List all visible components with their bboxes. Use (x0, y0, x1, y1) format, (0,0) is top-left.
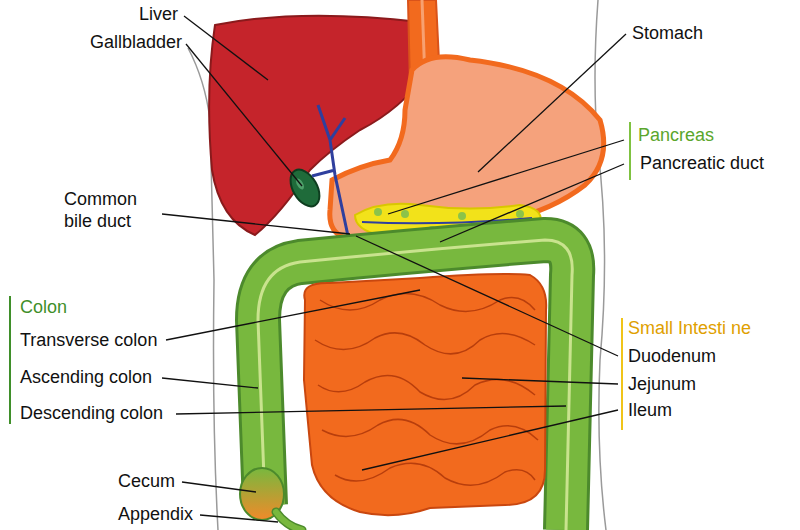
group-bracket (621, 318, 623, 430)
part-label: Ascending colon (20, 366, 152, 388)
leader-line (162, 214, 350, 234)
appendix (276, 512, 302, 530)
part-label: Gallbladder (90, 31, 182, 53)
part-label: Pancreatic duct (640, 152, 764, 174)
leader-line (356, 236, 618, 356)
small-intestine (304, 274, 546, 515)
part-label: Stomach (632, 22, 703, 44)
part-label: Descending colon (20, 402, 163, 424)
part-label: Appendix (118, 503, 193, 525)
appendix (276, 512, 302, 530)
colon-highlight (258, 240, 572, 530)
leader-line (186, 44, 302, 186)
part-label: Duodenum (628, 345, 716, 367)
leader-line (166, 290, 420, 340)
leader-line (184, 16, 268, 80)
group-bracket (9, 296, 11, 424)
intestine-fold (315, 333, 535, 354)
leader-line (162, 378, 258, 388)
intestine-fold (335, 463, 535, 485)
pancreas-dot (401, 210, 409, 218)
body-outline (595, 0, 606, 530)
intestine-fold (322, 419, 538, 444)
leader-line (462, 378, 618, 384)
bile-duct (312, 105, 348, 236)
part-label: Jejunum (628, 373, 696, 395)
leader-line (176, 406, 566, 414)
leader-line (182, 482, 256, 492)
part-label: Ileum (628, 399, 672, 421)
part-label: Colon (20, 296, 67, 318)
part-label: Pancreas (638, 124, 714, 146)
leader-line (362, 410, 618, 470)
intestine-folds (315, 294, 538, 486)
group-bracket (629, 122, 631, 180)
colon (258, 240, 572, 530)
part-label: Liver (139, 3, 178, 25)
pancreas-dot (374, 208, 382, 216)
leader-lines (162, 16, 626, 522)
part-label: Transverse colon (20, 329, 157, 351)
leader-line (440, 164, 624, 242)
part-label: Small Intesti ne (628, 317, 751, 339)
part-label: Common bile duct (64, 188, 159, 232)
part-label: Cecum (118, 470, 175, 492)
leader-line (200, 515, 278, 522)
pancreas-dot (458, 212, 466, 220)
leader-line (388, 140, 624, 214)
leader-line (478, 34, 626, 172)
pancreas-dot (516, 210, 524, 218)
colon-outline (258, 240, 572, 530)
